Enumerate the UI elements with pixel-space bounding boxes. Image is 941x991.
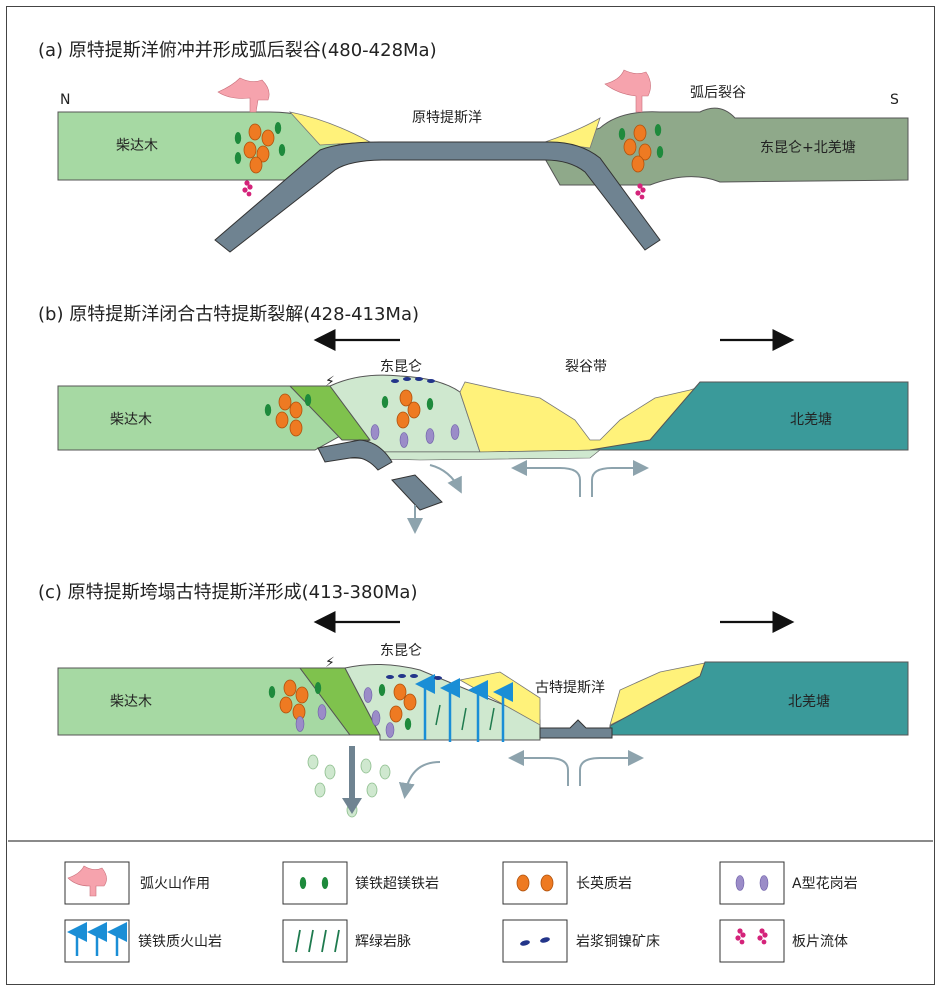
legend-label-arc-volcanism: 弧火山作用 (140, 876, 210, 892)
legend-box-cu-ni (502, 919, 568, 963)
proto-tethys-label: 原特提斯洋 (412, 110, 482, 126)
fault-symbol-c: ⚡ (325, 655, 335, 671)
arc-volcanism-icon (67, 865, 107, 897)
slab-fluid-a-left (242, 180, 253, 197)
legend-label-felsic: 长英质岩 (576, 875, 632, 892)
kunlun-qiangtang-label: 东昆仑+北羌塘 (760, 140, 856, 156)
proto-tethys-slab (214, 141, 661, 253)
mantle-flow-arrow-c3 (579, 750, 644, 786)
panel-b-title: (b) 原特提斯洋闭合古特提斯裂解(428-413Ma) (38, 304, 419, 325)
legend-label-cu-ni: 岩浆铜镍矿床 (576, 934, 660, 950)
east-kunlun-label-b: 东昆仑 (380, 359, 422, 375)
slab-fluid-a-right (635, 183, 646, 200)
legend-box-a-type-granite (719, 861, 785, 905)
south-label: S (890, 92, 899, 108)
arc-volcano-right (604, 69, 651, 113)
rift-zone-label: 裂谷带 (565, 359, 607, 375)
qaidam-label-a: 柴达木 (116, 138, 158, 154)
north-qiangtang-label-b: 北羌塘 (790, 412, 832, 428)
paleo-tethys-label: 古特提斯洋 (535, 680, 605, 696)
legend-label-diabase: 辉绿岩脉 (355, 934, 411, 950)
figure-frame (6, 6, 935, 985)
qaidam-block-b (57, 385, 341, 451)
backarc-rift-label: 弧后裂谷 (690, 85, 746, 101)
cu-ni-deposit-icon (520, 937, 550, 946)
broken-slab-b1 (317, 439, 393, 471)
diabase-dikes-c (435, 704, 495, 731)
north-qiangtang-label-c: 北羌塘 (788, 694, 830, 710)
diabase-dike-icon (295, 929, 340, 953)
broken-slab-b2 (391, 474, 443, 511)
mantle-flow-arrow-b1 (429, 464, 462, 494)
legend-box-slab-fluid (719, 919, 785, 963)
mafic-volcanic-icon (67, 922, 127, 956)
panel-a: (a) 原特提斯洋俯冲并形成弧后裂谷(480-428Ma) N S 柴达木 原特… (38, 40, 909, 253)
fault-symbol-b: ⚡ (325, 374, 335, 390)
mantle-flow-arrow-b2 (511, 460, 581, 497)
mafic-volcanic-arrows-c (415, 674, 513, 742)
legend-label-mafic-ultramafic: 镁铁超镁铁岩 (355, 876, 439, 892)
mantle-flow-arrow-c1 (398, 761, 441, 799)
cu-ni-deposits-b (391, 377, 435, 383)
north-label: N (60, 92, 70, 108)
legend-label-mafic-volcanic: 镁铁质火山岩 (138, 934, 222, 950)
mantle-flow-arrow-b3 (591, 460, 649, 497)
east-kunlun-label-c: 东昆仑 (380, 643, 422, 659)
legend-box-mafic-ultramafic (282, 861, 348, 905)
panel-c: (c) 原特提斯垮塌古特提斯洋形成(413-380Ma) (38, 582, 909, 818)
arc-volcano-left (217, 77, 270, 113)
panel-c-title: (c) 原特提斯垮塌古特提斯洋形成(413-380Ma) (38, 582, 417, 603)
panel-a-title: (a) 原特提斯洋俯冲并形成弧后裂谷(480-428Ma) (38, 40, 437, 61)
qaidam-label-c: 柴达木 (110, 694, 152, 710)
cu-ni-deposits-c (386, 674, 442, 680)
mantle-flow-arrow-c2 (508, 750, 569, 786)
qaidam-block-c (57, 667, 351, 736)
panel-b: (b) 原特提斯洋闭合古特提斯裂解(428-413Ma) (38, 304, 909, 534)
legend: 弧火山作用 镁铁超镁铁岩 长英质岩 A型花岗岩 镁铁质火山岩 辉绿岩脉 (64, 861, 858, 963)
qaidam-label-b: 柴达木 (110, 412, 152, 428)
legend-label-slab-fluid: 板片流体 (792, 934, 848, 950)
legend-label-a-type-granite: A型花岗岩 (792, 876, 858, 892)
legend-box-felsic (502, 861, 568, 905)
paleo-tethys-oceanic-crust (539, 719, 613, 739)
north-qiangtang-block-b (589, 381, 909, 451)
